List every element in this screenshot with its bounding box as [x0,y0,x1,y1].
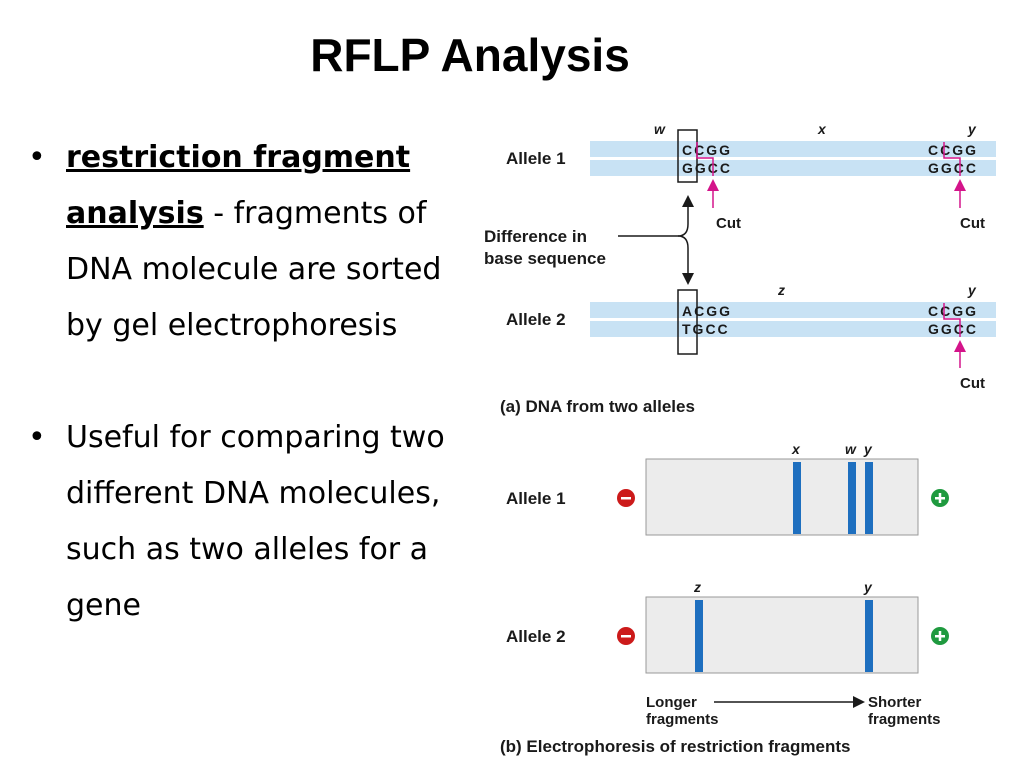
minus-sign-1 [621,497,631,500]
bullet-dot: • [28,140,46,175]
difference-box-2 [677,289,698,355]
bullet-item-1: • restriction fragment analysis - fragme… [28,130,448,354]
allele1-label-b: Allele 1 [506,489,566,508]
slide-title: RFLP Analysis [310,29,630,81]
allele2-left-bottom-seq: TGCC [682,321,730,337]
bullet-text: Useful for comparing two different DNA m… [66,420,445,623]
band-w-label: w [845,441,857,457]
band-z-label: z [693,579,701,595]
allele1-right-top-seq: CCGG [928,142,978,158]
band-y-label-1: y [863,441,873,457]
cut-line-y-allele1 [943,142,961,176]
allele2-label-b: Allele 2 [506,627,566,646]
allele2-label-a: Allele 2 [506,310,566,329]
bullet-list: • restriction fragment analysis - fragme… [28,130,448,634]
allele2-strand-bottom [590,321,996,337]
longer-label-line2: fragments [646,711,719,728]
plus-sign-v-2 [938,631,942,641]
allele2-strand-top [590,302,996,318]
allele1-strand-top [590,141,996,157]
band-x [793,462,801,534]
site-y-label-allele2: y [967,282,977,298]
difference-brace-down [677,235,694,285]
band-x-label: x [791,441,801,457]
rflp-diagram: Allele 1 w x y CCGG GGCC CCGG GGCC Cut C… [484,121,996,756]
allele1-label-a: Allele 1 [506,149,566,168]
cut-label-y2: Cut [960,375,985,392]
bullet-item-2: • Useful for comparing two different DNA… [28,410,448,634]
site-z-label: z [777,282,785,298]
allele2-right-bottom-seq: GGCC [928,321,978,337]
cut-line-w [696,142,714,176]
band-w [848,462,856,534]
plus-sign-v-1 [938,493,942,503]
rflp-figure: Allele 1 w x y CCGG GGCC CCGG GGCC Cut C… [478,112,1018,768]
cut-line-y-allele2 [943,303,961,337]
allele1-left-bottom-seq: GGCC [682,160,732,176]
bullet-text: - fragments of DNA molecule are sorted b… [66,196,442,343]
longer-label-line1: Longer [646,694,697,711]
caption-a: (a) DNA from two alleles [500,397,695,416]
shorter-label-line1: Shorter [868,694,922,711]
site-y-label: y [967,121,977,137]
cut-label-w: Cut [716,215,741,232]
minus-sign-2 [621,635,631,638]
difference-label-line2: base sequence [484,249,606,268]
band-y-label-2: y [863,579,873,595]
difference-brace [677,195,694,237]
gel-lane-allele1 [645,458,919,536]
allele2-right-top-seq: CCGG [928,303,978,319]
allele1-right-bottom-seq: GGCC [928,160,978,176]
cut-label-y1: Cut [960,215,985,232]
gel-lane-allele2 [645,596,919,674]
allele2-left-top-seq: ACGG [682,303,732,319]
site-w-label: w [654,121,666,137]
bullet-term: restriction fragment analysis [66,140,411,231]
allele1-strand-bottom [590,160,996,176]
band-y-allele2 [865,600,873,672]
caption-b: (b) Electrophoresis of restriction fragm… [500,737,850,756]
band-z [695,600,703,672]
shorter-label-line2: fragments [868,711,941,728]
allele1-left-top-seq: CCGG [682,142,732,158]
difference-label-line1: Difference in [484,227,587,246]
site-x-label: x [817,121,827,137]
bullet-dot: • [28,420,46,455]
band-y-allele1 [865,462,873,534]
